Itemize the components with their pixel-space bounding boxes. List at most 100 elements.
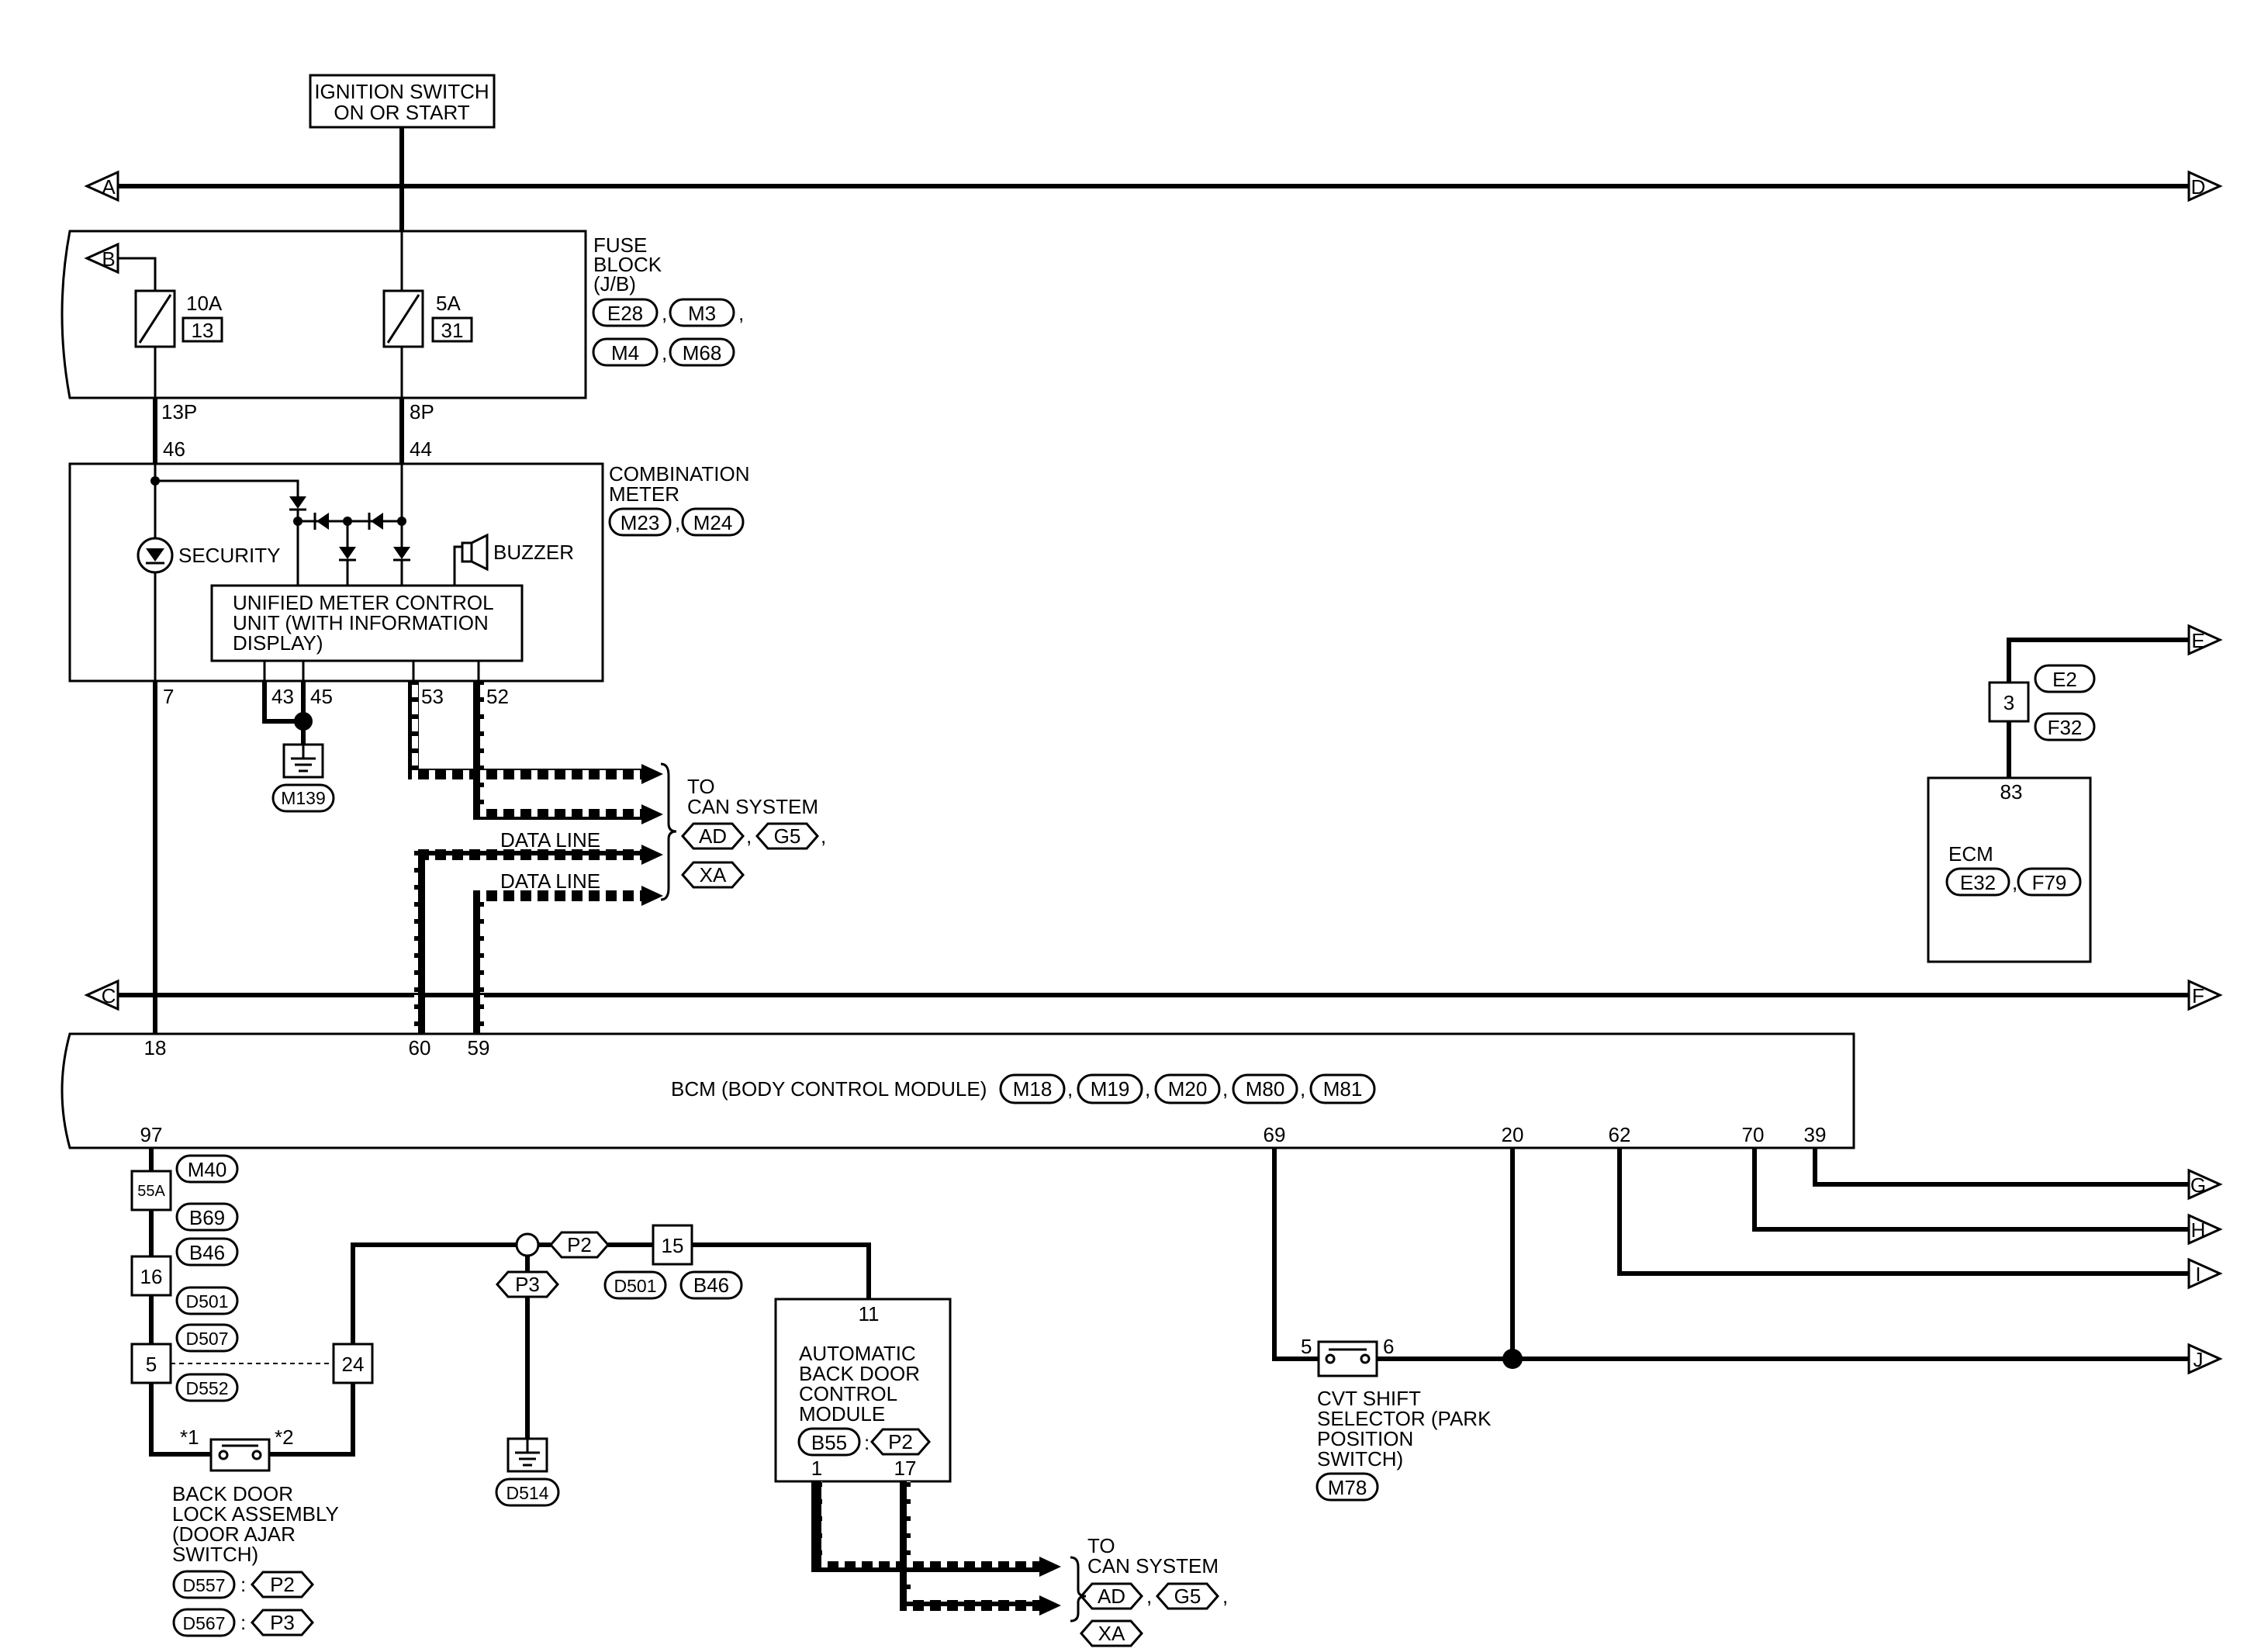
svg-text:*1: *1 xyxy=(180,1426,199,1449)
svg-text:E2: E2 xyxy=(2052,668,2077,691)
svg-text:3: 3 xyxy=(2003,691,2014,714)
connector-m19 xyxy=(1077,1073,1143,1104)
ecm-box xyxy=(1927,776,2092,963)
connector-m4 xyxy=(592,337,659,367)
park-switch-icon xyxy=(1317,1340,1378,1377)
svg-text:43: 43 xyxy=(271,685,294,708)
connector-b69 xyxy=(175,1202,239,1232)
connector-55a xyxy=(130,1170,172,1211)
svg-text:83: 83 xyxy=(2000,780,2023,804)
connector-m23 xyxy=(608,507,672,537)
bus-c-f: C F xyxy=(84,979,2223,1011)
svg-text:10A: 10A xyxy=(186,292,223,315)
arrow-d xyxy=(2187,170,2223,202)
arrow-can-2 xyxy=(641,804,663,824)
svg-text:XA: XA xyxy=(700,863,727,886)
connector-d567 xyxy=(172,1608,236,1637)
svg-text:P3: P3 xyxy=(270,1611,295,1634)
svg-text:1: 1 xyxy=(811,1457,822,1480)
svg-text:M4: M4 xyxy=(611,341,639,365)
svg-text:69: 69 xyxy=(1264,1123,1286,1146)
connector-d557 xyxy=(172,1570,236,1599)
connector-m139 xyxy=(271,783,335,813)
can-lines-meter: DATA LINE DATA LINE xyxy=(408,681,663,995)
data-line-label-1: DATA LINE xyxy=(500,828,600,852)
svg-text:COMBINATION: COMBINATION xyxy=(609,462,750,486)
ignition-switch: IGNITION SWITCH ON OR START xyxy=(309,74,496,129)
arrow-e xyxy=(2187,624,2223,656)
connector-d514 xyxy=(495,1477,560,1507)
svg-text:F32: F32 xyxy=(2048,716,2083,739)
ecm: E 3 E2 F32 83 ECM E32 , F79 xyxy=(1927,624,2223,963)
arrow-can-1 xyxy=(641,764,663,784)
connector-m78 xyxy=(1315,1472,1379,1502)
svg-text:,: , xyxy=(1067,1077,1073,1101)
connector-d507 xyxy=(175,1323,239,1353)
svg-text:E32: E32 xyxy=(1960,871,1996,894)
arrow-h xyxy=(2187,1213,2223,1246)
svg-text:D: D xyxy=(2191,175,2206,199)
svg-text:6: 6 xyxy=(1383,1335,1394,1358)
svg-text:5: 5 xyxy=(146,1353,157,1376)
bcm-label: BCM (BODY CONTROL MODULE) xyxy=(671,1077,987,1101)
svg-text:I: I xyxy=(2195,1263,2200,1286)
arrow-c xyxy=(84,979,119,1011)
svg-text:BACK DOOR: BACK DOOR xyxy=(172,1482,293,1505)
connector-f79 xyxy=(2017,867,2082,897)
buzzer-label: BUZZER xyxy=(493,541,574,564)
connector-e28 xyxy=(592,298,659,327)
arrow-can-4 xyxy=(641,886,663,906)
svg-text:D514: D514 xyxy=(506,1483,549,1503)
svg-text:CVT SHIFT: CVT SHIFT xyxy=(1317,1387,1421,1410)
svg-text:E28: E28 xyxy=(607,302,643,325)
ref-xa-top xyxy=(681,861,745,889)
svg-text:A: A xyxy=(102,175,116,199)
svg-text:SELECTOR (PARK: SELECTOR (PARK xyxy=(1317,1407,1492,1430)
svg-text:5: 5 xyxy=(1301,1335,1312,1358)
svg-text:24: 24 xyxy=(342,1353,365,1376)
svg-text:B69: B69 xyxy=(189,1206,225,1229)
svg-text:M19: M19 xyxy=(1091,1077,1130,1101)
svg-text:LOCK ASSEMBLY: LOCK ASSEMBLY xyxy=(172,1502,339,1526)
connector-m68 xyxy=(669,337,735,367)
svg-text:BACK DOOR: BACK DOOR xyxy=(799,1362,920,1385)
back-door-harness: 55A M40 B69 16 B46 D501 5 D507 D552 24 *… xyxy=(130,1148,871,1637)
svg-text:46: 46 xyxy=(163,437,185,461)
meter-ground: M139 xyxy=(262,681,335,813)
connector-f32 xyxy=(2034,712,2096,741)
svg-text:G5: G5 xyxy=(774,824,801,848)
svg-text:XA: XA xyxy=(1098,1622,1125,1645)
svg-text:44: 44 xyxy=(410,437,432,461)
svg-text:J: J xyxy=(2194,1348,2204,1371)
svg-text:8P: 8P xyxy=(410,400,434,423)
svg-text:C: C xyxy=(102,984,116,1007)
svg-text:M20: M20 xyxy=(1168,1077,1208,1101)
svg-text:45: 45 xyxy=(310,685,333,708)
splice-point xyxy=(515,1232,540,1257)
svg-text:D501: D501 xyxy=(186,1291,229,1312)
bcm-outputs-ghi: G H I xyxy=(1617,1148,2223,1290)
connector-b55 xyxy=(797,1427,861,1457)
svg-text:70: 70 xyxy=(1742,1123,1765,1146)
svg-text:AD: AD xyxy=(1098,1585,1125,1608)
svg-text:AD: AD xyxy=(699,824,727,848)
ref-ad-bottom xyxy=(1080,1582,1143,1610)
svg-text:M3: M3 xyxy=(688,302,716,325)
svg-text:P2: P2 xyxy=(888,1430,913,1453)
ref-p2-module xyxy=(870,1428,931,1456)
connector-m18 xyxy=(999,1073,1066,1104)
svg-text:MODULE: MODULE xyxy=(799,1402,885,1426)
can-system-ref-top: TO CAN SYSTEM AD , G5 , XA xyxy=(660,762,826,901)
svg-text:53: 53 xyxy=(421,685,444,708)
ref-g5-top xyxy=(755,822,819,850)
arrow-f xyxy=(2187,979,2223,1011)
ignition-line1: IGNITION SWITCH xyxy=(314,80,489,103)
svg-text:B46: B46 xyxy=(693,1274,729,1297)
combination-meter: 46 44 COMBINATION METER M23 , M24 xyxy=(68,437,750,708)
automatic-back-door-control-module: 11 AUTOMATIC BACK DOOR CONTROL MODULE B5… xyxy=(774,1298,952,1483)
svg-text:CAN SYSTEM: CAN SYSTEM xyxy=(1087,1554,1219,1578)
svg-text:60: 60 xyxy=(409,1036,431,1059)
svg-text:TO: TO xyxy=(687,775,715,798)
connector-d501-a xyxy=(175,1286,239,1315)
svg-text:13: 13 xyxy=(192,319,214,342)
